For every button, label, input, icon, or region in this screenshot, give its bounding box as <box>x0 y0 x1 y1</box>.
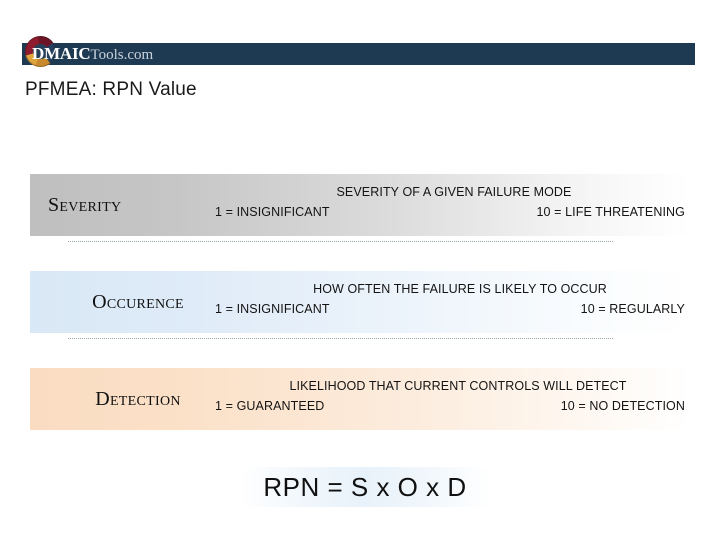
rpn-row-scale-detection: 1 = GUARANTEED 10 = NO DETECTION <box>215 399 685 417</box>
rpn-row-label-occurence: Occurence <box>92 291 184 313</box>
page-title: PFMEA: RPN Value <box>25 79 197 100</box>
rpn-row-label-detection: Detection <box>95 388 181 410</box>
row-divider-2 <box>68 338 613 340</box>
rpn-scale-low-severity: 1 = INSIGNIFICANT <box>215 205 330 219</box>
rpn-row-label-severity: Severity <box>48 194 122 216</box>
rpn-scale-low-detection: 1 = GUARANTEED <box>215 399 325 413</box>
rpn-row-description-occurence: HOW OFTEN THE FAILURE IS LIKELY TO OCCUR <box>313 282 607 296</box>
rpn-row-scale-occurence: 1 = INSIGNIFICANT 10 = REGULARLY <box>215 302 685 320</box>
dmaic-circle-logo-icon <box>25 36 56 67</box>
rpn-row-body-occurence: HOW OFTEN THE FAILURE IS LIKELY TO OCCUR… <box>215 271 685 333</box>
rpn-row-occurence: Occurence HOW OFTEN THE FAILURE IS LIKEL… <box>30 271 690 333</box>
rpn-formula: RPN = S x O x D <box>240 467 490 507</box>
rpn-scale-high-severity: 10 = LIFE THREATENING <box>536 205 685 219</box>
rpn-row-severity: Severity SEVERITY OF A GIVEN FAILURE MOD… <box>30 174 690 236</box>
rpn-row-body-detection: LIKELIHOOD THAT CURRENT CONTROLS WILL DE… <box>215 368 685 430</box>
rpn-row-detection: Detection LIKELIHOOD THAT CURRENT CONTRO… <box>30 368 690 430</box>
brand-name-light: Tools.com <box>90 47 154 63</box>
rpn-row-scale-severity: 1 = INSIGNIFICANT 10 = LIFE THREATENING <box>215 205 685 223</box>
brand-wordmark: DMAICTools.com <box>32 44 153 64</box>
row-divider-1 <box>68 241 613 243</box>
rpn-row-description-detection: LIKELIHOOD THAT CURRENT CONTROLS WILL DE… <box>289 379 627 393</box>
rpn-row-body-severity: SEVERITY OF A GIVEN FAILURE MODE 1 = INS… <box>215 174 685 236</box>
brand-name-bold: DMAIC <box>32 44 91 63</box>
rpn-scale-high-detection: 10 = NO DETECTION <box>560 399 685 413</box>
brand-header-bar <box>22 43 695 65</box>
rpn-row-description-severity: SEVERITY OF A GIVEN FAILURE MODE <box>336 185 572 199</box>
rpn-scale-low-occurence: 1 = INSIGNIFICANT <box>215 302 330 316</box>
rpn-scale-high-occurence: 10 = REGULARLY <box>580 302 685 316</box>
